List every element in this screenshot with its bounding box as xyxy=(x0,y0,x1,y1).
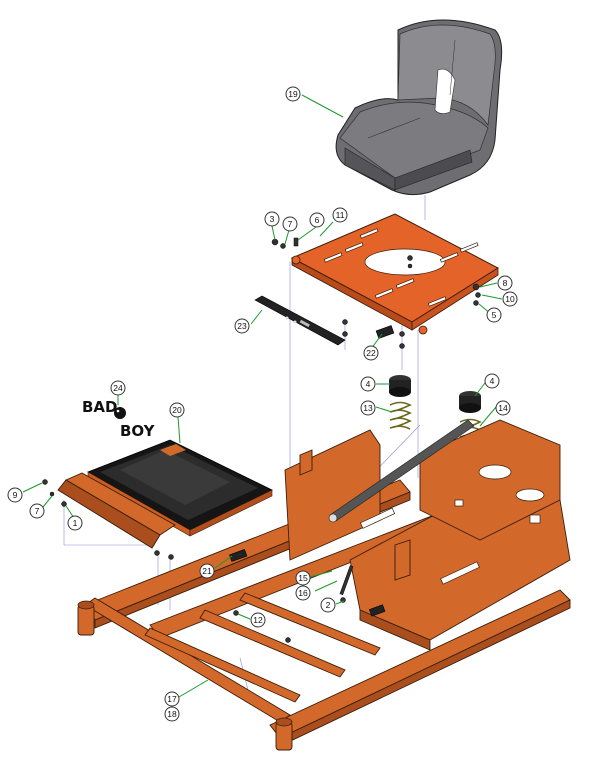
svg-text:4: 4 xyxy=(366,379,371,389)
svg-text:6: 6 xyxy=(315,215,320,225)
callout-24: 24 xyxy=(110,380,126,396)
svg-text:4: 4 xyxy=(490,376,495,386)
svg-text:13: 13 xyxy=(363,403,373,413)
callout-20: 20 xyxy=(169,402,185,418)
callout-4: 4 xyxy=(360,376,376,392)
svg-text:15: 15 xyxy=(298,573,308,583)
svg-text:21: 21 xyxy=(202,566,212,576)
svg-text:19: 19 xyxy=(288,89,298,99)
callout-7-left: 7 xyxy=(29,503,45,519)
callout-18: 18 xyxy=(164,706,180,722)
seat-mounting-plate xyxy=(290,213,500,331)
svg-text:14: 14 xyxy=(498,403,508,413)
callout-4-right: 4 xyxy=(484,373,500,389)
callout-11: 11 xyxy=(332,207,348,223)
callout-23: 23 xyxy=(234,318,250,334)
leader-lines xyxy=(22,94,503,698)
callout-16: 16 xyxy=(295,585,311,601)
callout-9: 9 xyxy=(7,487,23,503)
callout-12: 12 xyxy=(250,612,266,628)
callout-6: 6 xyxy=(309,212,325,228)
callouts: 19 3 7 6 11 8 10 5 23 22 4 13 4 14 24 20… xyxy=(7,86,518,722)
seat xyxy=(335,19,503,196)
callout-13: 13 xyxy=(360,400,376,416)
callout-17: 17 xyxy=(164,691,180,707)
svg-text:18: 18 xyxy=(167,709,177,719)
front-cover xyxy=(42,472,176,560)
svg-text:10: 10 xyxy=(505,294,515,304)
svg-text:3: 3 xyxy=(270,214,275,224)
svg-text:16: 16 xyxy=(298,588,308,598)
decal-strip xyxy=(254,295,346,346)
svg-text:BOY: BOY xyxy=(120,422,156,440)
svg-text:22: 22 xyxy=(366,348,376,358)
svg-text:7: 7 xyxy=(288,219,293,229)
svg-text:17: 17 xyxy=(167,694,177,704)
svg-text:20: 20 xyxy=(172,405,182,415)
callout-3: 3 xyxy=(264,211,280,227)
seat-springs xyxy=(389,375,482,447)
plate-hardware xyxy=(271,237,481,349)
callout-10: 10 xyxy=(502,291,518,307)
svg-text:12: 12 xyxy=(253,615,263,625)
callout-14: 14 xyxy=(495,400,511,416)
svg-text:1: 1 xyxy=(73,518,78,528)
callout-19: 19 xyxy=(285,86,301,102)
callout-15: 15 xyxy=(295,570,311,586)
callout-22: 22 xyxy=(363,345,379,361)
svg-text:7: 7 xyxy=(35,506,40,516)
callout-21: 21 xyxy=(199,563,215,579)
callout-1: 1 xyxy=(67,515,83,531)
callout-8: 8 xyxy=(497,275,513,291)
svg-text:23: 23 xyxy=(237,321,247,331)
svg-text:11: 11 xyxy=(336,210,345,220)
main-frame xyxy=(77,419,571,751)
svg-text:9: 9 xyxy=(13,490,18,500)
svg-text:8: 8 xyxy=(503,278,508,288)
svg-text:BAD: BAD xyxy=(82,398,118,416)
svg-text:24: 24 xyxy=(113,383,123,393)
svg-text:5: 5 xyxy=(492,310,497,320)
callout-7: 7 xyxy=(282,216,298,232)
svg-text:2: 2 xyxy=(326,600,331,610)
bad-boy-logo: BAD BOY xyxy=(82,398,156,440)
callout-5: 5 xyxy=(486,307,502,323)
callout-2: 2 xyxy=(320,597,336,613)
